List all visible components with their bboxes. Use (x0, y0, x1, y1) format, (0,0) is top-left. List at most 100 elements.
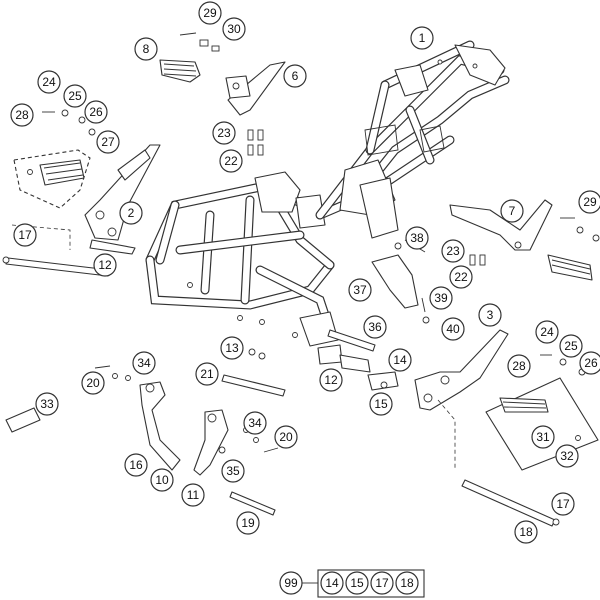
sidestand-left (139, 381, 181, 471)
svg-text:33: 33 (40, 397, 54, 411)
callout-29a: 29 (198, 1, 222, 25)
kit-item-18: 18 (395, 571, 419, 595)
callout-24a: 24 (37, 70, 61, 94)
main-frame (145, 40, 510, 365)
callout-28a: 28 (10, 103, 34, 127)
left-footpeg-detail (13, 149, 91, 209)
callout-17b: 17 (551, 492, 575, 516)
callout-16: 16 (124, 453, 148, 477)
callout-26b: 26 (579, 351, 600, 375)
svg-text:6: 6 (292, 69, 299, 83)
left-footrest-bracket (84, 144, 161, 255)
svg-text:29: 29 (203, 6, 217, 20)
svg-text:25: 25 (564, 339, 578, 353)
callout-24b: 24 (535, 320, 559, 344)
callout-39: 39 (429, 286, 453, 310)
bracket-6 (225, 61, 286, 116)
bracket-37 (371, 239, 426, 309)
callout-26a: 26 (84, 100, 108, 124)
svg-text:22: 22 (454, 270, 468, 284)
sidestand-right (193, 409, 229, 476)
svg-text:31: 31 (536, 430, 550, 444)
callout-34b: 34 (243, 411, 267, 435)
part-33 (5, 407, 41, 433)
right-rod (437, 399, 560, 527)
svg-text:1: 1 (419, 31, 426, 45)
svg-text:3: 3 (487, 308, 494, 322)
svg-text:30: 30 (227, 22, 241, 36)
callout-18: 18 (514, 520, 538, 544)
svg-text:17: 17 (556, 497, 570, 511)
svg-text:37: 37 (353, 283, 367, 297)
callout-8: 8 (134, 37, 158, 61)
bolt-21 (221, 374, 286, 397)
callout-28b: 28 (507, 354, 531, 378)
svg-text:28: 28 (512, 359, 526, 373)
kit-item-14: 14 (320, 571, 344, 595)
svg-text:14: 14 (393, 353, 407, 367)
svg-text:13: 13 (225, 341, 239, 355)
callout-19: 19 (236, 511, 260, 535)
callout-10: 10 (150, 468, 174, 492)
svg-text:26: 26 (584, 356, 598, 370)
svg-text:14: 14 (325, 576, 339, 590)
svg-text:2: 2 (128, 206, 135, 220)
callout-12a: 12 (93, 253, 117, 277)
svg-text:29: 29 (583, 195, 597, 209)
callout-23a: 23 (212, 121, 236, 145)
callouts: 1236781011121213141516171718192020212222… (10, 1, 600, 544)
svg-text:21: 21 (200, 367, 214, 381)
svg-text:40: 40 (446, 322, 460, 336)
callout-38: 38 (405, 226, 429, 250)
svg-text:36: 36 (368, 320, 382, 334)
callout-30: 30 (222, 17, 246, 41)
svg-text:23: 23 (217, 126, 231, 140)
svg-text:18: 18 (400, 576, 414, 590)
callout-12b: 12 (319, 368, 343, 392)
fasteners-22-23-right (469, 254, 486, 266)
callout-3: 3 (478, 303, 502, 327)
svg-text:25: 25 (68, 89, 82, 103)
callout-1: 1 (410, 26, 434, 50)
callout-35: 35 (221, 459, 245, 483)
svg-text:11: 11 (187, 488, 200, 502)
bolt-36 (327, 329, 376, 352)
svg-text:12: 12 (324, 373, 338, 387)
callout-27: 27 (96, 130, 120, 154)
svg-text:20: 20 (279, 430, 293, 444)
footpeg-top (159, 59, 201, 83)
callout-37: 37 (348, 278, 372, 302)
svg-text:34: 34 (137, 356, 151, 370)
svg-text:26: 26 (89, 105, 103, 119)
callout-33: 33 (35, 392, 59, 416)
svg-text:32: 32 (560, 449, 574, 463)
callout-25a: 25 (63, 84, 87, 108)
svg-text:27: 27 (101, 135, 115, 149)
svg-text:23: 23 (446, 244, 460, 258)
callout-20b: 20 (274, 425, 298, 449)
right-footpeg-detail (485, 377, 599, 471)
svg-text:16: 16 (129, 458, 143, 472)
callout-2: 2 (119, 201, 143, 225)
callout-20a: 20 (81, 371, 105, 395)
svg-text:28: 28 (15, 108, 29, 122)
callout-7: 7 (500, 199, 524, 223)
fasteners-22-23 (247, 129, 264, 156)
callout-23b: 23 (441, 239, 465, 263)
svg-text:39: 39 (434, 291, 448, 305)
callout-32: 32 (555, 444, 579, 468)
callout-40: 40 (441, 317, 465, 341)
callout-17a: 17 (13, 223, 37, 247)
callout-25b: 25 (559, 334, 583, 358)
fasteners-29-30 (179, 32, 220, 52)
callout-11: 11 (181, 483, 205, 507)
svg-text:35: 35 (226, 464, 240, 478)
kit-item-17: 17 (370, 571, 394, 595)
right-footrest-bracket-3 (414, 329, 509, 411)
fasteners-24-28-left (42, 109, 96, 136)
bolt-19 (229, 491, 276, 516)
svg-text:12: 12 (98, 258, 112, 272)
svg-text:99: 99 (284, 576, 298, 590)
